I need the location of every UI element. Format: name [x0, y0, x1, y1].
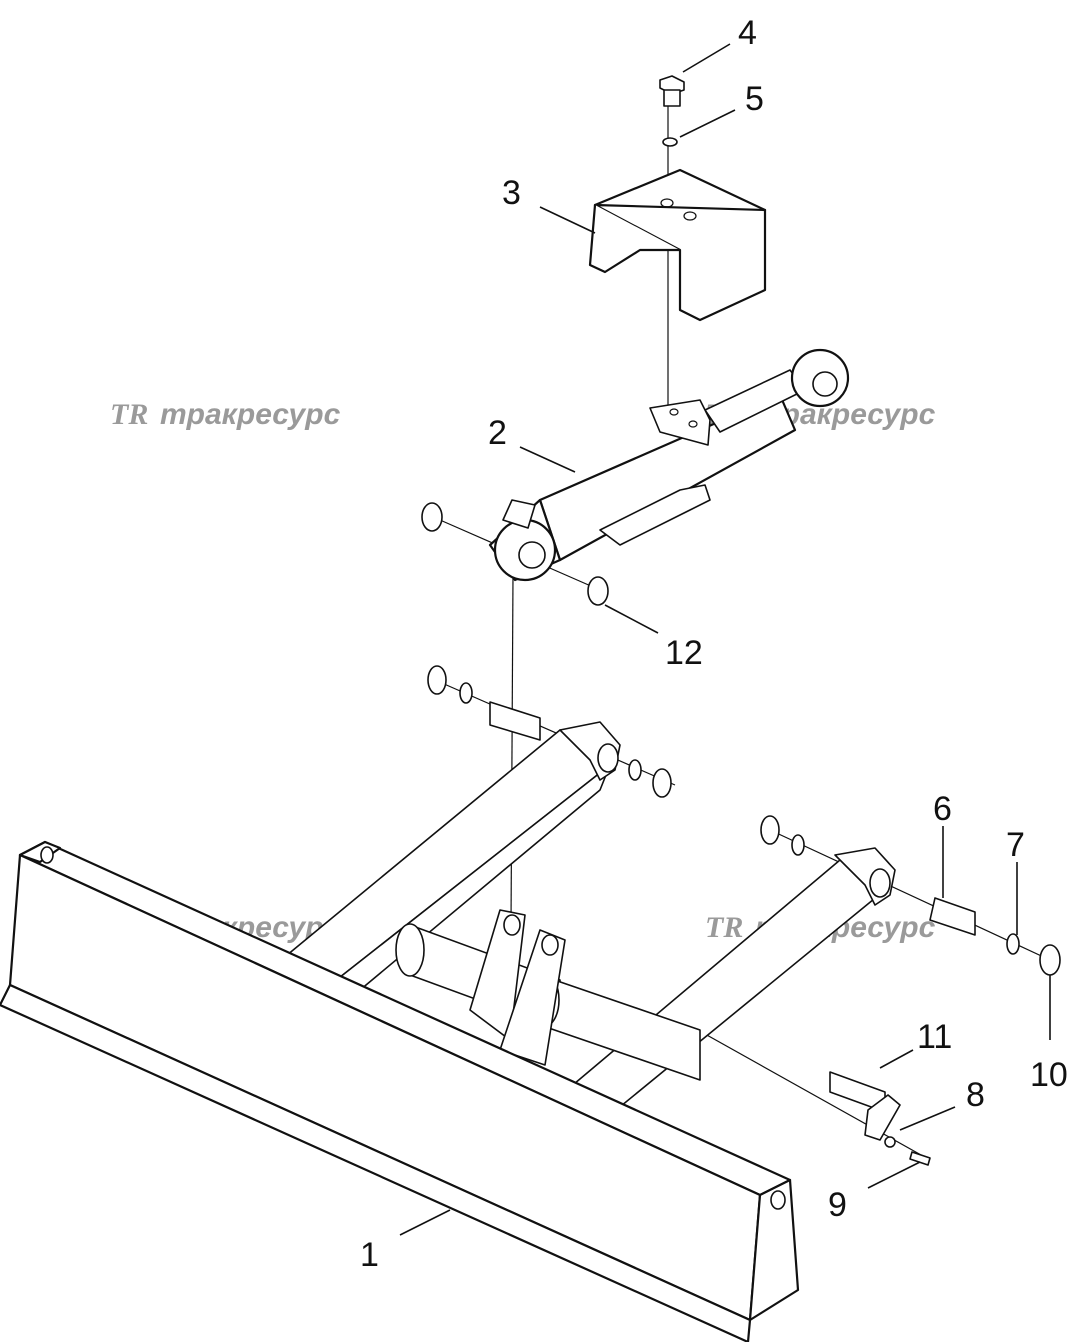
- callout-10: 10: [1030, 1056, 1068, 1094]
- callout-7: 7: [1006, 826, 1025, 864]
- dozer-blade: [0, 721, 896, 1342]
- washer-12-left: [421, 502, 443, 532]
- lock-washer: [662, 137, 678, 147]
- callout-6: 6: [933, 790, 952, 828]
- cylinder-mount-block: [649, 399, 711, 446]
- nut-8: [884, 1136, 896, 1148]
- callout-11: 11: [917, 1018, 952, 1056]
- bolt-9: [909, 1151, 931, 1166]
- callout-12: 12: [665, 634, 703, 672]
- callout-1: 1: [360, 1236, 379, 1274]
- right-pin-set: [760, 815, 1061, 976]
- cylinder-guard: [588, 168, 767, 322]
- washer-12: [587, 576, 609, 606]
- watermark-1: TR тракресурс: [110, 398, 341, 431]
- upper-pin-set: [427, 665, 672, 798]
- leader-lines: [399, 43, 1051, 1236]
- callout-9: 9: [828, 1186, 847, 1224]
- cutting-edge: [0, 983, 752, 1342]
- watermark-text: тракресурс: [160, 398, 341, 431]
- callout-3: 3: [502, 174, 521, 212]
- callout-8: 8: [966, 1076, 985, 1114]
- lower-pin-set: [829, 1071, 931, 1166]
- watermark-logo: TR: [705, 911, 743, 944]
- blade-end-plate: [748, 1178, 800, 1322]
- grease-fitting: [502, 499, 536, 529]
- washer-10: [1039, 944, 1061, 976]
- hydraulic-cylinder: [488, 348, 850, 582]
- cylinder-bracket: [469, 909, 526, 1041]
- callout-5: 5: [745, 80, 764, 118]
- watermark-logo: TR: [110, 398, 148, 431]
- hydraulic-line: [599, 484, 711, 546]
- pin-6: [929, 897, 976, 936]
- washer-7: [1006, 933, 1020, 955]
- cylinder-washers: [421, 502, 609, 606]
- bolt: [659, 75, 685, 107]
- callout-4: 4: [738, 14, 757, 52]
- callout-2: 2: [488, 414, 507, 452]
